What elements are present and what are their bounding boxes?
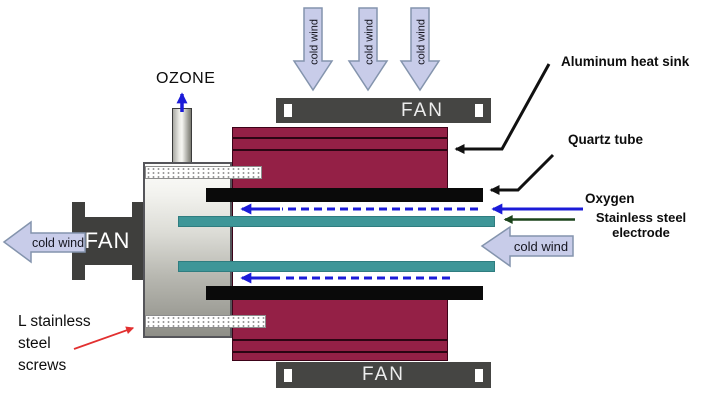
cold-wind-right-arrow-label: cold wind [514,239,568,254]
cold-wind-down-arrow-2-label: cold wind [364,19,376,65]
electrode-label-line2: electrode [612,224,670,240]
electrode-label: Stainless steel electrode [589,210,693,240]
fan-top: FAN [276,98,491,123]
heat-sink-fin-line [233,137,447,139]
fan-top-mount-slot [284,104,292,117]
screws-label-line1: L stainless [18,313,91,330]
fan-left-label: FAN [84,228,131,253]
fan-top-label: FAN [401,99,444,121]
tube-bore-gap [233,201,483,286]
cold-wind-right-arrow [480,225,574,268]
stainless-screw-top [145,166,262,179]
heat-sink-fin-line [233,351,447,353]
screws-label-line2: steel [18,335,51,352]
ozone-label: OZONE [156,70,216,87]
screws-label-line3: screws [18,357,67,374]
fan-bottom-label: FAN [362,364,405,385]
cold-wind-down-arrow-3 [399,7,441,92]
fan-left: FAN [72,202,143,280]
quartz-tube-label: Quartz tube [568,132,644,147]
quartz-tube-pointer-arrow [489,153,555,195]
cold-wind-down-arrow-1-label: cold wind [309,19,321,65]
stainless-electrode-top [178,216,495,227]
stainless-screw-bottom [145,315,266,328]
fan-bottom: FAN [276,362,491,388]
heat-sink-fin-line [233,339,447,341]
oxygen-label: Oxygen [585,191,635,206]
heat-sink-fin-line [233,149,447,151]
heat-sink-label: Aluminum heat sink [561,54,690,69]
fan-top-mount-slot [475,104,483,117]
fan-bottom-mount-slot [284,369,292,382]
cold-wind-down-arrow-3-label: cold wind [416,19,428,65]
ozone-outlet-pipe [172,108,192,164]
cold-wind-down-arrow-2 [347,7,389,92]
stainless-electrode-bottom [178,261,495,272]
electrode-label-line1: Stainless steel [595,210,687,225]
quartz-tube-bottom-wall [206,286,483,300]
cold-wind-down-arrow-1 [292,7,334,92]
quartz-tube-top-wall [206,188,483,202]
screws-label: L stainless steel screws [18,311,91,377]
fan-bottom-mount-slot [475,369,483,382]
